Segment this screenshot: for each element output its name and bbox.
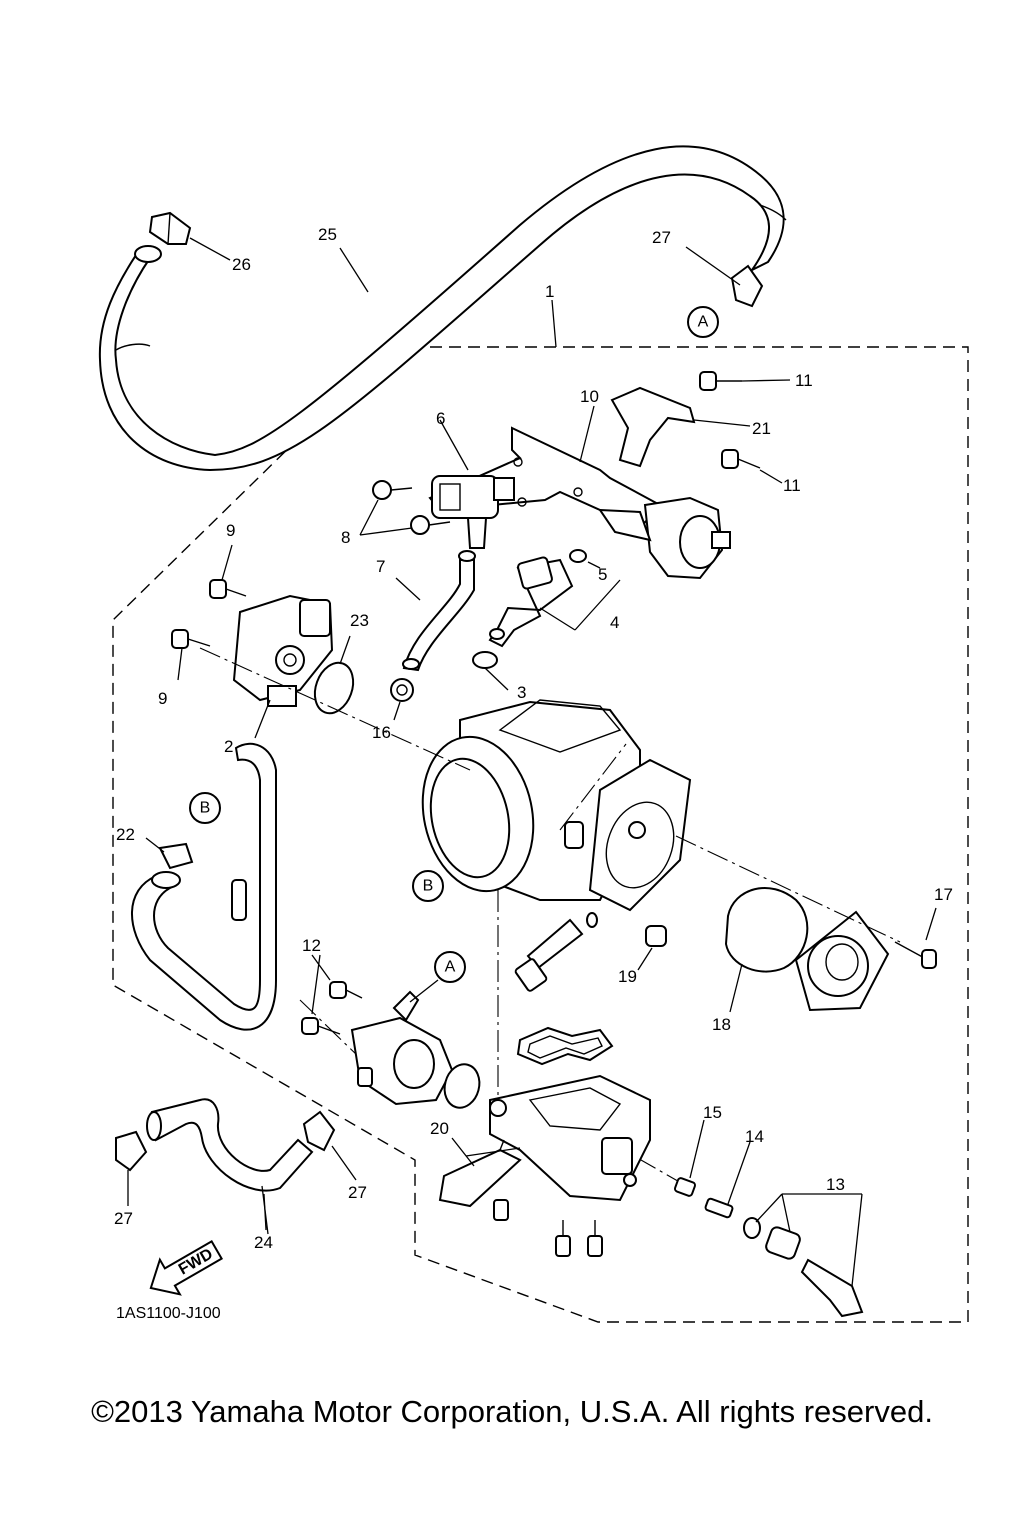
label-26: 26 — [232, 255, 251, 274]
screw-17 — [894, 907, 937, 969]
bracket-21 — [610, 386, 751, 468]
pressure-regulator — [598, 496, 731, 580]
plug-19 — [637, 925, 667, 971]
axis-line-5 — [299, 999, 361, 1059]
screw-8-upper — [372, 480, 413, 500]
label-24: 24 — [254, 1233, 273, 1252]
throttle-body — [421, 699, 692, 912]
callout-b-left: B — [189, 792, 221, 824]
label-19: 19 — [618, 967, 637, 986]
leader-1 — [551, 299, 557, 348]
label-3: 3 — [517, 683, 526, 702]
leader-24 — [263, 1193, 267, 1231]
leader-10 — [579, 405, 595, 463]
small-o-ring — [586, 912, 598, 928]
leader-20b — [465, 1147, 521, 1157]
bracket-20 — [438, 1137, 522, 1208]
screw-9-upper — [209, 544, 247, 599]
hose-7 — [395, 550, 476, 672]
label-11-lower: 11 — [783, 476, 801, 495]
pin-14 — [704, 1141, 751, 1219]
callout-b-center: B — [412, 870, 444, 902]
screws-lower — [493, 1199, 603, 1257]
copyright-notice: ©2013 Yamaha Motor Corporation, U.S.A. A… — [91, 1394, 933, 1429]
label-5: 5 — [598, 565, 607, 584]
leader-a-lower — [409, 979, 439, 1003]
screw-9-lower — [171, 629, 211, 681]
label-6: 6 — [436, 409, 445, 428]
label-21: 21 — [752, 419, 771, 438]
clamp-27-left — [115, 1130, 148, 1206]
nut-16 — [390, 678, 414, 721]
clamp-27-right — [302, 1110, 357, 1181]
label-12: 12 — [302, 936, 321, 955]
label-15: 15 — [703, 1103, 722, 1122]
hose-22 — [131, 742, 277, 1031]
label-17: 17 — [934, 885, 953, 904]
label-16: 16 — [372, 723, 391, 742]
ref-b-center: B — [423, 878, 434, 895]
seal-3 — [472, 651, 509, 691]
ref-a-lower: A — [445, 959, 456, 976]
label-8: 8 — [341, 528, 350, 547]
callout-a-upper: A — [687, 306, 719, 338]
label-20: 20 — [430, 1119, 449, 1138]
leader-12 — [311, 954, 331, 1015]
leader-25 — [339, 247, 369, 293]
screw-12-lower — [301, 1017, 341, 1035]
label-13: 13 — [826, 1175, 845, 1194]
axis-line-2 — [675, 835, 901, 943]
clamp-26 — [148, 211, 231, 261]
ref-b-left: B — [200, 800, 211, 817]
label-27-upper: 27 — [652, 228, 671, 247]
spring-15 — [673, 1119, 705, 1197]
label-9-upper: 9 — [226, 521, 235, 540]
throttle-body-screw — [514, 918, 584, 992]
gasket-18 — [724, 887, 809, 1013]
assembly-boundary — [112, 346, 969, 1323]
label-9-lower: 9 — [158, 689, 167, 708]
drawing-code: 1AS1100-J100 — [116, 1305, 221, 1322]
axis-line-1 — [199, 647, 471, 771]
label-23: 23 — [350, 611, 369, 630]
label-11-upper: 11 — [795, 371, 813, 390]
o-ring-23 — [313, 635, 355, 715]
fitting-assembly — [350, 990, 454, 1106]
cover-17 — [794, 910, 890, 1012]
sensor-6 — [431, 419, 515, 549]
forward-arrow: FWD — [149, 1239, 224, 1296]
throttle-sensor-2 — [232, 594, 334, 739]
screw-8-lower — [410, 515, 451, 535]
label-27-left: 27 — [114, 1209, 133, 1228]
screw-12-upper — [329, 981, 363, 999]
idle-control-body — [489, 1074, 651, 1202]
hose-25 — [98, 145, 787, 472]
label-10: 10 — [580, 387, 599, 406]
injector-4 — [488, 549, 621, 648]
clamp-27-upper — [685, 246, 764, 308]
label-1: 1 — [545, 282, 554, 301]
hose-24 — [146, 1098, 314, 1235]
label-25: 25 — [318, 225, 337, 244]
callout-a-lower: A — [434, 951, 466, 983]
label-14: 14 — [745, 1127, 764, 1146]
label-7: 7 — [376, 557, 385, 576]
leader-8 — [359, 499, 413, 536]
screw-11-lower — [721, 449, 783, 484]
label-18: 18 — [712, 1015, 731, 1034]
label-22: 22 — [116, 825, 135, 844]
label-27-right: 27 — [348, 1183, 367, 1202]
gasket — [516, 1026, 614, 1066]
label-2: 2 — [224, 737, 233, 756]
label-4: 4 — [610, 613, 619, 632]
screw-set-13 — [743, 1193, 864, 1318]
o-ring-fitting — [443, 1063, 481, 1109]
screw-11-upper — [699, 371, 791, 391]
ref-a-upper: A — [698, 314, 709, 331]
